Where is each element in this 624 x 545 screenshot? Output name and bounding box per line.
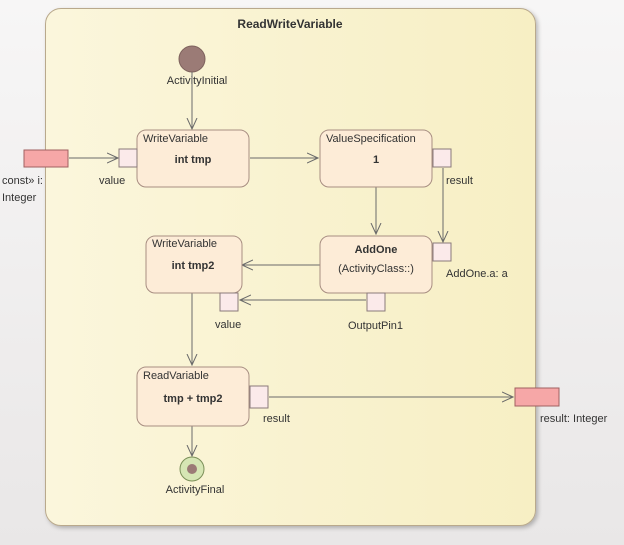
- final-node-core: [187, 464, 197, 474]
- initial-node[interactable]: [178, 45, 206, 73]
- node-value-spec-stereotype: ValueSpecification: [326, 133, 416, 145]
- pin-read-var-result[interactable]: [249, 385, 269, 409]
- pin-value-spec-result[interactable]: [432, 148, 452, 168]
- pin-value-spec-result-label: result: [446, 175, 473, 187]
- node-read-var-stereotype: ReadVariable: [143, 370, 209, 382]
- pin-write-tmp2-value-label: value: [215, 319, 241, 331]
- activity-frame[interactable]: [45, 8, 536, 526]
- node-write-tmp-name: int tmp: [175, 154, 212, 166]
- node-write-tmp2-name: int tmp2: [172, 260, 215, 272]
- node-value-spec[interactable]: [319, 129, 433, 188]
- node-write-tmp-stereotype: WriteVariable: [143, 133, 208, 145]
- output-parameter[interactable]: [514, 387, 560, 407]
- input-parameter[interactable]: [23, 149, 69, 168]
- node-add-one-name: AddOne: [355, 244, 398, 256]
- activity-title: ReadWriteVariable: [237, 17, 342, 31]
- input-parameter-label-2: Integer: [2, 192, 37, 204]
- pin-write-tmp-value-label: value: [99, 175, 125, 187]
- node-write-tmp2[interactable]: [145, 235, 243, 294]
- pin-output-pin1[interactable]: [366, 292, 386, 312]
- pin-read-var-result-label: result: [263, 413, 290, 425]
- node-read-var[interactable]: [136, 366, 250, 427]
- edges: [69, 72, 513, 456]
- final-label: ActivityFinal: [166, 484, 225, 496]
- node-write-tmp2-stereotype: WriteVariable: [152, 238, 217, 250]
- node-read-var-name: tmp + tmp2: [164, 393, 223, 405]
- input-parameter-label-1: const» i:: [2, 175, 43, 187]
- node-value-spec-name: 1: [373, 154, 379, 166]
- pin-add-one-a[interactable]: [432, 242, 452, 262]
- output-parameter-label: result: Integer: [540, 413, 608, 425]
- pin-output-pin1-label: OutputPin1: [348, 320, 403, 332]
- pin-write-tmp2-value[interactable]: [219, 292, 239, 312]
- node-add-one-subtitle: (ActivityClass::): [338, 263, 414, 275]
- pin-add-one-a-label: AddOne.a: a: [446, 268, 509, 280]
- initial-label: ActivityInitial: [167, 75, 228, 87]
- pin-write-tmp-value[interactable]: [118, 148, 138, 168]
